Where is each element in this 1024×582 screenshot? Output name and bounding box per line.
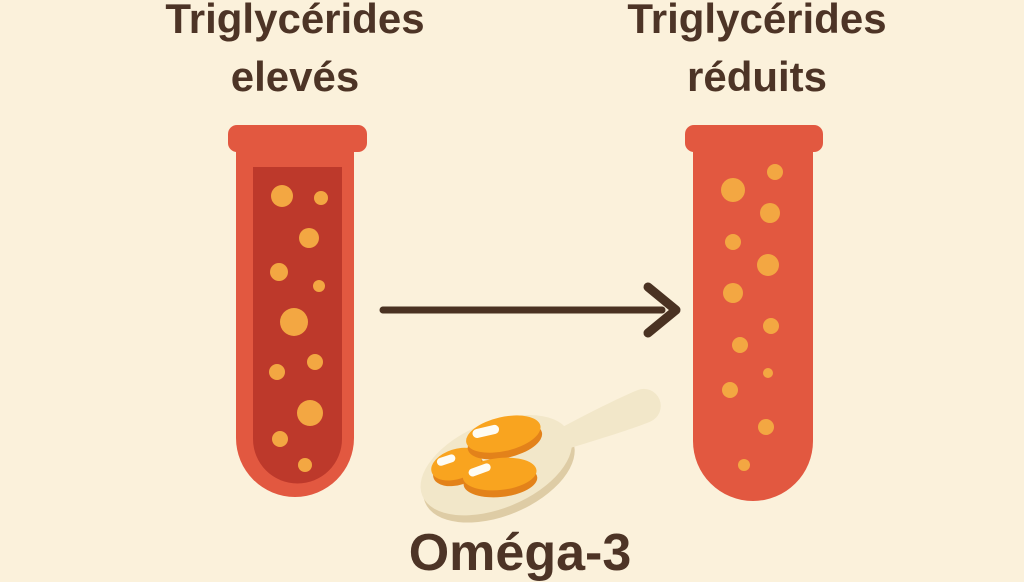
- spoon-icon: [420, 388, 661, 523]
- bubble: [272, 431, 288, 447]
- bubble: [725, 234, 741, 250]
- bubble: [298, 458, 312, 472]
- right-test-tube: [685, 125, 823, 501]
- supplement-label: Oméga-3: [408, 524, 632, 582]
- left-title-line1: Triglycérides: [165, 0, 425, 42]
- left-tube-bubbles: [269, 185, 328, 472]
- bubble: [280, 308, 308, 336]
- bubble: [757, 254, 779, 276]
- bubble: [297, 400, 323, 426]
- bubble: [763, 318, 779, 334]
- bubble: [307, 354, 323, 370]
- bubble: [722, 382, 738, 398]
- spoon-handle: [555, 388, 661, 451]
- bubble: [314, 191, 328, 205]
- bubble: [763, 368, 773, 378]
- right-tube-bubbles: [721, 164, 783, 471]
- right-tube-title: Triglycérides réduits: [547, 0, 967, 106]
- bubble: [313, 280, 325, 292]
- left-tube-rim: [228, 125, 367, 152]
- bubble: [758, 419, 774, 435]
- omega3-spoon: [420, 388, 661, 523]
- capsule-icon: [462, 457, 538, 498]
- bubble: [732, 337, 748, 353]
- arrow-head: [643, 282, 681, 338]
- right-tube-rim: [685, 125, 823, 152]
- bubble: [723, 283, 743, 303]
- left-title-line2: elevés: [230, 53, 360, 100]
- capsule-top: [466, 415, 541, 453]
- bubble: [738, 459, 750, 471]
- arrow-right-icon: [379, 282, 681, 338]
- bubble: [767, 164, 783, 180]
- right-tube-body: [693, 148, 813, 501]
- bubble: [270, 263, 288, 281]
- capsule-highlight: [468, 463, 491, 477]
- bubble: [269, 364, 285, 380]
- left-tube-title: Triglycérides elevés: [85, 0, 505, 106]
- capsule-highlight: [472, 424, 500, 438]
- capsule-highlight: [436, 454, 456, 466]
- right-title-line2: réduits: [686, 53, 828, 100]
- bubble: [760, 203, 780, 223]
- bubble: [721, 178, 745, 202]
- left-test-tube: [228, 125, 367, 497]
- bubble: [271, 185, 293, 207]
- capsule-icon: [466, 415, 543, 460]
- right-title-line1: Triglycérides: [627, 0, 887, 42]
- bubble: [299, 228, 319, 248]
